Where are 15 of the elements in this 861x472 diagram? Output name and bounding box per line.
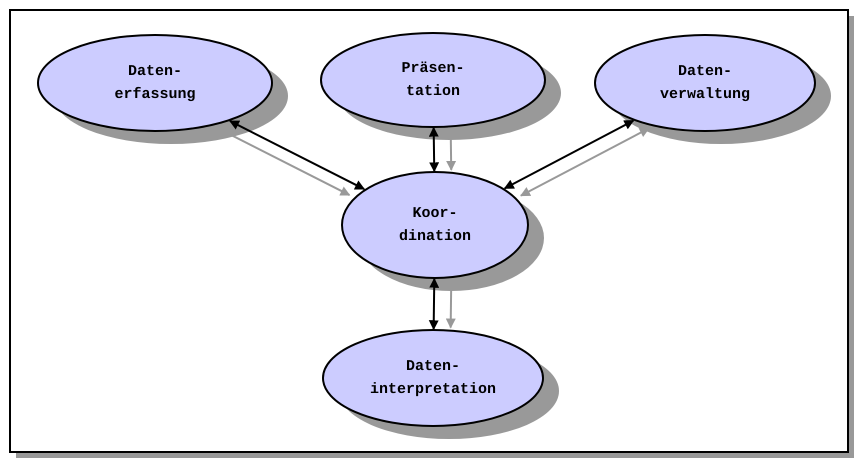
double-arrow bbox=[428, 126, 440, 172]
ellipse-node bbox=[594, 34, 832, 145]
double-arrow bbox=[428, 278, 440, 330]
node-label: Daten- interpretation bbox=[370, 357, 496, 400]
double-arrow bbox=[520, 128, 650, 197]
node-label: Daten- verwaltung bbox=[660, 62, 750, 105]
double-arrow bbox=[229, 120, 366, 190]
ellipse-node bbox=[341, 171, 545, 292]
double-arrow bbox=[504, 120, 634, 190]
node-label: Daten- erfassung bbox=[114, 62, 196, 105]
node-label: Präsen- tation bbox=[402, 59, 464, 102]
node-label: Koor- dination bbox=[399, 204, 471, 247]
ellipse-node bbox=[37, 34, 289, 145]
ellipse-node bbox=[320, 32, 562, 141]
ellipse-node bbox=[322, 329, 560, 440]
